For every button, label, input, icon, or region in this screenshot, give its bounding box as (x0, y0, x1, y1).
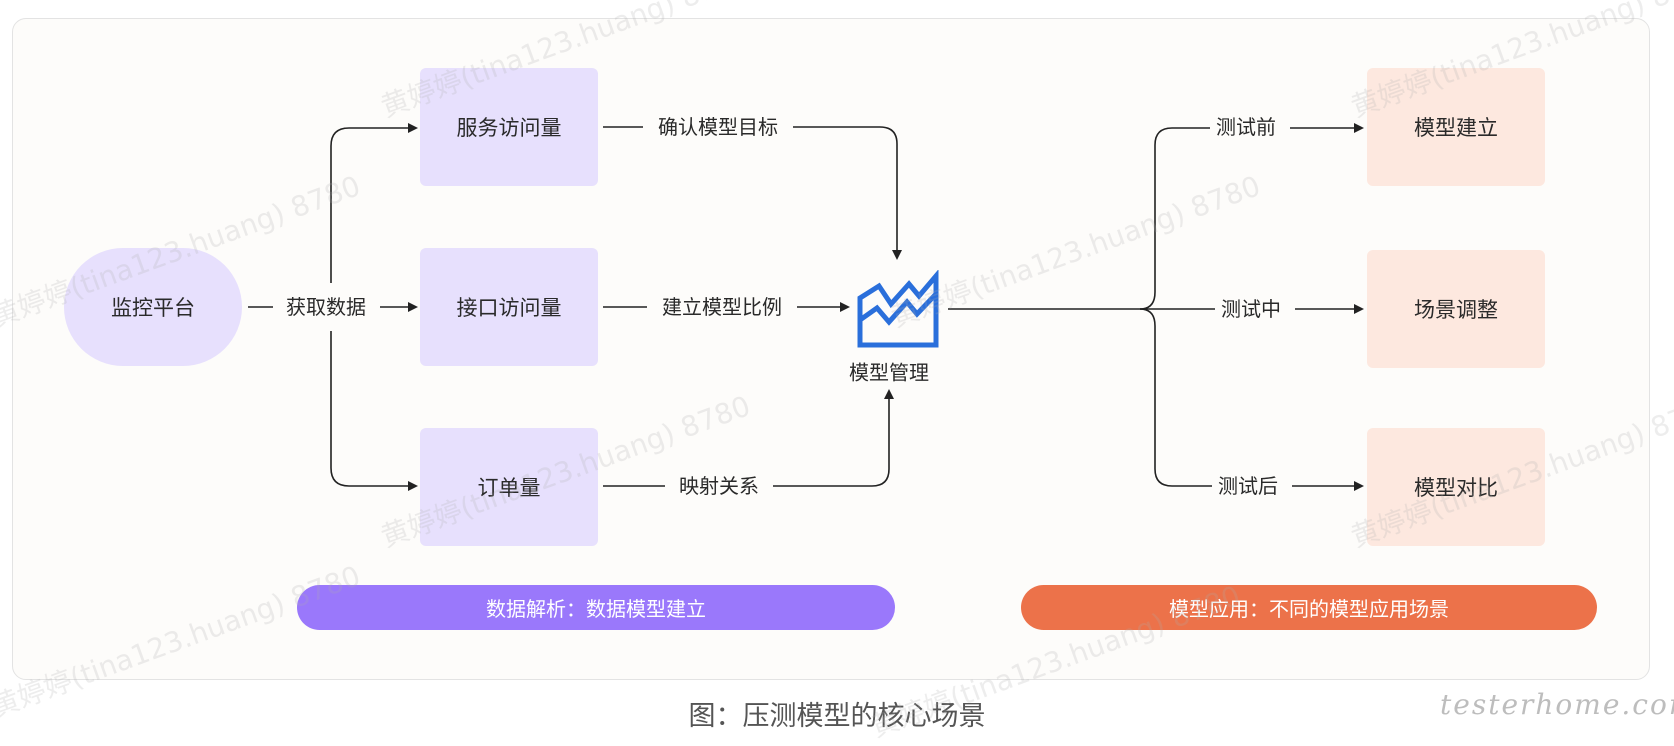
data-box-label: 服务访问量 (456, 116, 562, 140)
app-box-label: 场景调整 (1414, 298, 1498, 322)
app-box-model-build: 模型建立 (1367, 68, 1545, 186)
banner-model-application: 模型应用：不同的模型应用场景 (1021, 585, 1597, 630)
app-box-label: 模型对比 (1414, 476, 1498, 500)
app-box-scene-adjust: 场景调整 (1367, 250, 1545, 368)
edge-label-after-test: 测试后 (1212, 473, 1284, 499)
data-box-label: 接口访问量 (456, 296, 562, 320)
site-signature: testerhome.com (1440, 688, 1674, 721)
source-node: 监控平台 (64, 248, 242, 366)
fetch-label: 获取数据 (280, 294, 372, 320)
app-box-model-compare: 模型对比 (1367, 428, 1545, 546)
center-label: 模型管理 (849, 360, 929, 385)
edge-split-bottom (1139, 308, 1212, 487)
data-box-api-traffic: 接口访问量 (420, 248, 598, 366)
data-box-service-traffic: 服务访问量 (420, 68, 598, 186)
app-box-label: 模型建立 (1414, 116, 1498, 140)
edge-label-before-test: 测试前 (1210, 114, 1282, 140)
edge-label-confirm-target: 确认模型目标 (652, 114, 784, 140)
source-label: 监控平台 (111, 296, 195, 320)
banner-right-text: 模型应用：不同的模型应用场景 (1169, 597, 1449, 621)
edge-label-build-ratio: 建立模型比例 (656, 294, 788, 320)
edge-trunk-bottom (330, 331, 418, 491)
edge-split-top (1139, 127, 1212, 310)
edge-label-mapping: 映射关系 (673, 473, 765, 499)
edge-box1-center-b (793, 126, 902, 260)
data-box-order-volume: 订单量 (420, 428, 598, 546)
banner-data-analysis: 数据解析：数据模型建立 (297, 585, 895, 630)
edge-trunk-top (330, 123, 418, 283)
edge-label-during-test: 测试中 (1215, 296, 1287, 322)
data-box-label: 订单量 (477, 476, 541, 500)
figure-caption: 图：压测模型的核心场景 (688, 701, 986, 732)
chart-icon (857, 269, 939, 348)
banner-left-text: 数据解析：数据模型建立 (486, 597, 706, 621)
edge-box3-center-b (773, 389, 894, 487)
